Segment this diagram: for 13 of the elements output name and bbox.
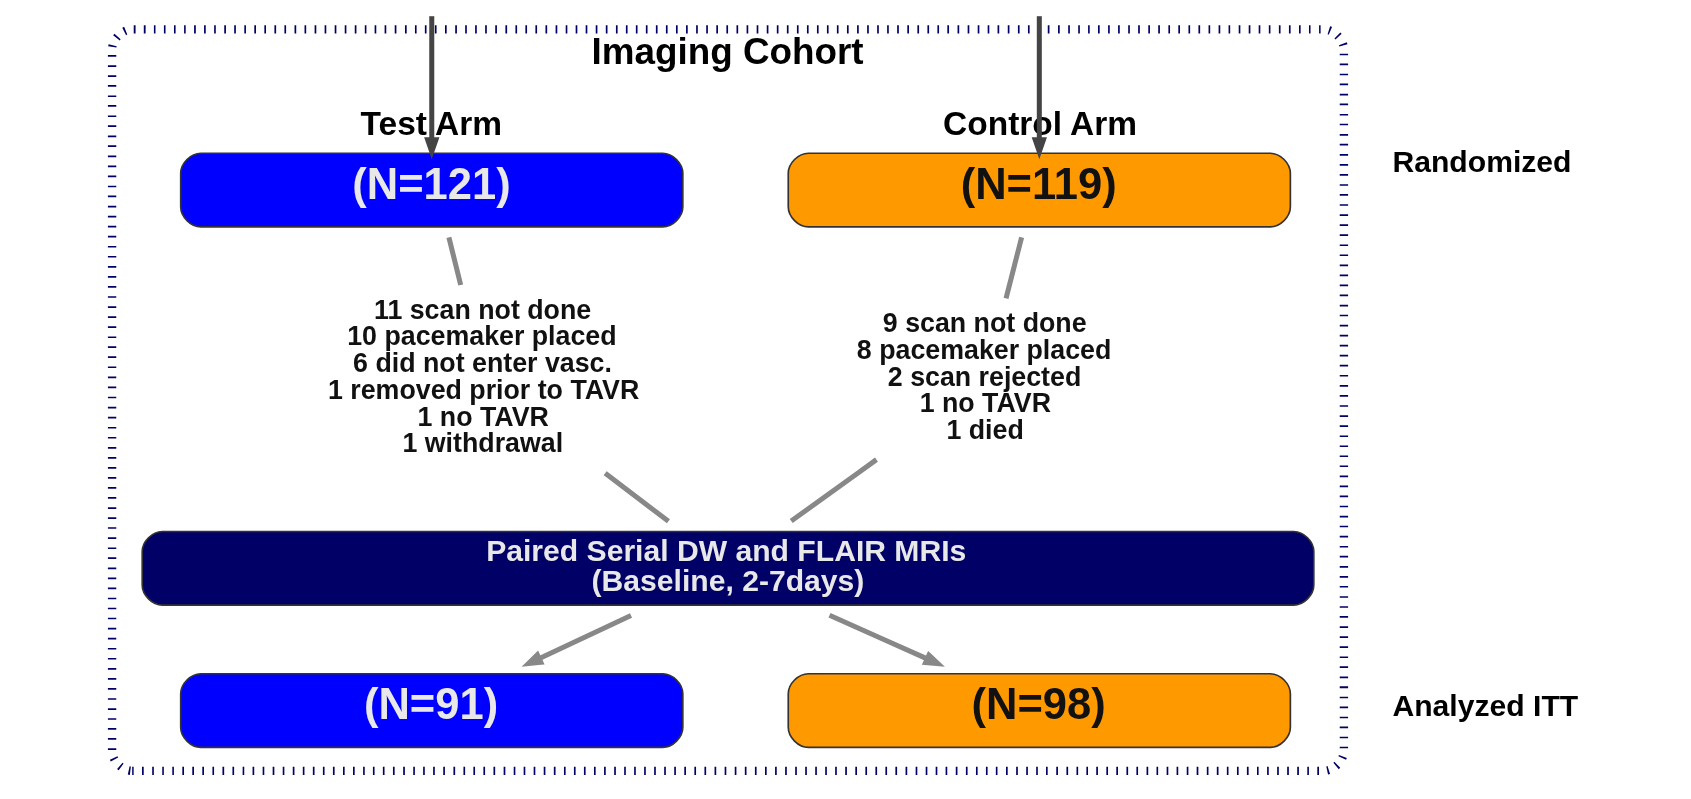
arrow <box>1031 16 1047 160</box>
label: Randomized <box>1391 145 1571 179</box>
arrow <box>423 16 439 160</box>
connector <box>789 457 878 524</box>
node-text: 11 scan not done 10 pacemaker placed 6 did not enter vasc. 1 removed prior to TAVR 1 no TAVR 1 withdrawal <box>327 294 639 459</box>
arrow <box>521 613 632 667</box>
node-label: Test Arm <box>360 104 502 142</box>
connector <box>1003 236 1024 299</box>
connector <box>603 471 670 524</box>
label: Analyzed ITT <box>1391 689 1578 723</box>
arrow <box>828 612 945 667</box>
node-text: 9 scan not done 8 pacemaker placed 2 scan rejected 1 no TAVR 1 died <box>856 307 1111 446</box>
connector <box>445 236 463 286</box>
